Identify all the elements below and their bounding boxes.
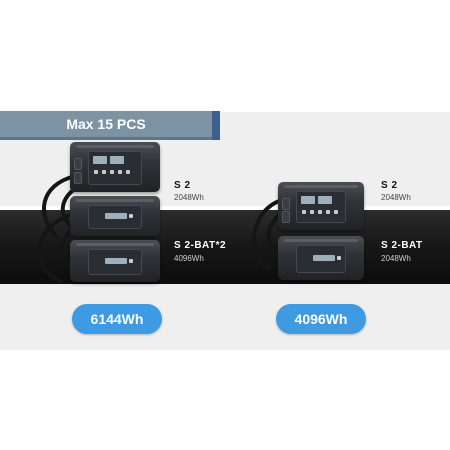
control-panel bbox=[88, 151, 142, 185]
banner-title: Max 15 PCS bbox=[66, 116, 146, 132]
port bbox=[337, 256, 341, 260]
right-unit-s2 bbox=[278, 182, 364, 230]
left-item-2-name: S 2-BAT*2 bbox=[174, 240, 227, 251]
port bbox=[318, 210, 322, 214]
left-item-1-capacity: 2048Wh bbox=[174, 193, 204, 202]
left-cable-3 bbox=[37, 212, 76, 284]
port bbox=[334, 210, 338, 214]
left-unit-s2 bbox=[70, 142, 160, 192]
side-port bbox=[74, 172, 82, 184]
right-item-2-name: S 2-BAT bbox=[381, 240, 423, 251]
right-unit-bat bbox=[278, 236, 364, 280]
left-unit-bat-1 bbox=[70, 196, 160, 236]
control-panel bbox=[88, 205, 142, 229]
right-total-badge: 4096Wh bbox=[276, 304, 366, 334]
side-port bbox=[282, 198, 290, 210]
left-total-badge: 6144Wh bbox=[72, 304, 162, 334]
right-cable-1 bbox=[252, 198, 283, 272]
display bbox=[313, 255, 335, 261]
right-item-1-capacity: 2048Wh bbox=[381, 193, 411, 202]
port bbox=[102, 170, 106, 174]
banner-bar bbox=[0, 111, 212, 140]
display bbox=[301, 196, 315, 204]
port bbox=[126, 170, 130, 174]
control-panel bbox=[296, 245, 346, 273]
port bbox=[110, 170, 114, 174]
port bbox=[94, 170, 98, 174]
port bbox=[129, 214, 133, 218]
display bbox=[110, 156, 124, 164]
left-plus-sign: + bbox=[182, 219, 189, 231]
banner-accent bbox=[212, 111, 220, 140]
side-port bbox=[74, 158, 82, 170]
control-panel bbox=[88, 249, 142, 275]
display bbox=[318, 196, 332, 204]
port bbox=[302, 210, 306, 214]
left-item-2-capacity: 4096Wh bbox=[174, 254, 204, 263]
right-item-2-capacity: 2048Wh bbox=[381, 254, 411, 263]
left-item-1-name: S 2 bbox=[174, 180, 191, 191]
left-unit-bat-2 bbox=[70, 240, 160, 282]
stripe-gap bbox=[0, 206, 450, 210]
left-cable-1 bbox=[41, 174, 76, 240]
port bbox=[310, 210, 314, 214]
port bbox=[326, 210, 330, 214]
control-panel bbox=[296, 191, 346, 223]
right-item-1-name: S 2 bbox=[381, 180, 398, 191]
display bbox=[105, 258, 127, 264]
side-port bbox=[282, 211, 290, 223]
display bbox=[105, 213, 127, 219]
port bbox=[118, 170, 122, 174]
display bbox=[93, 156, 107, 164]
port bbox=[129, 259, 133, 263]
right-plus-sign: + bbox=[385, 219, 392, 231]
